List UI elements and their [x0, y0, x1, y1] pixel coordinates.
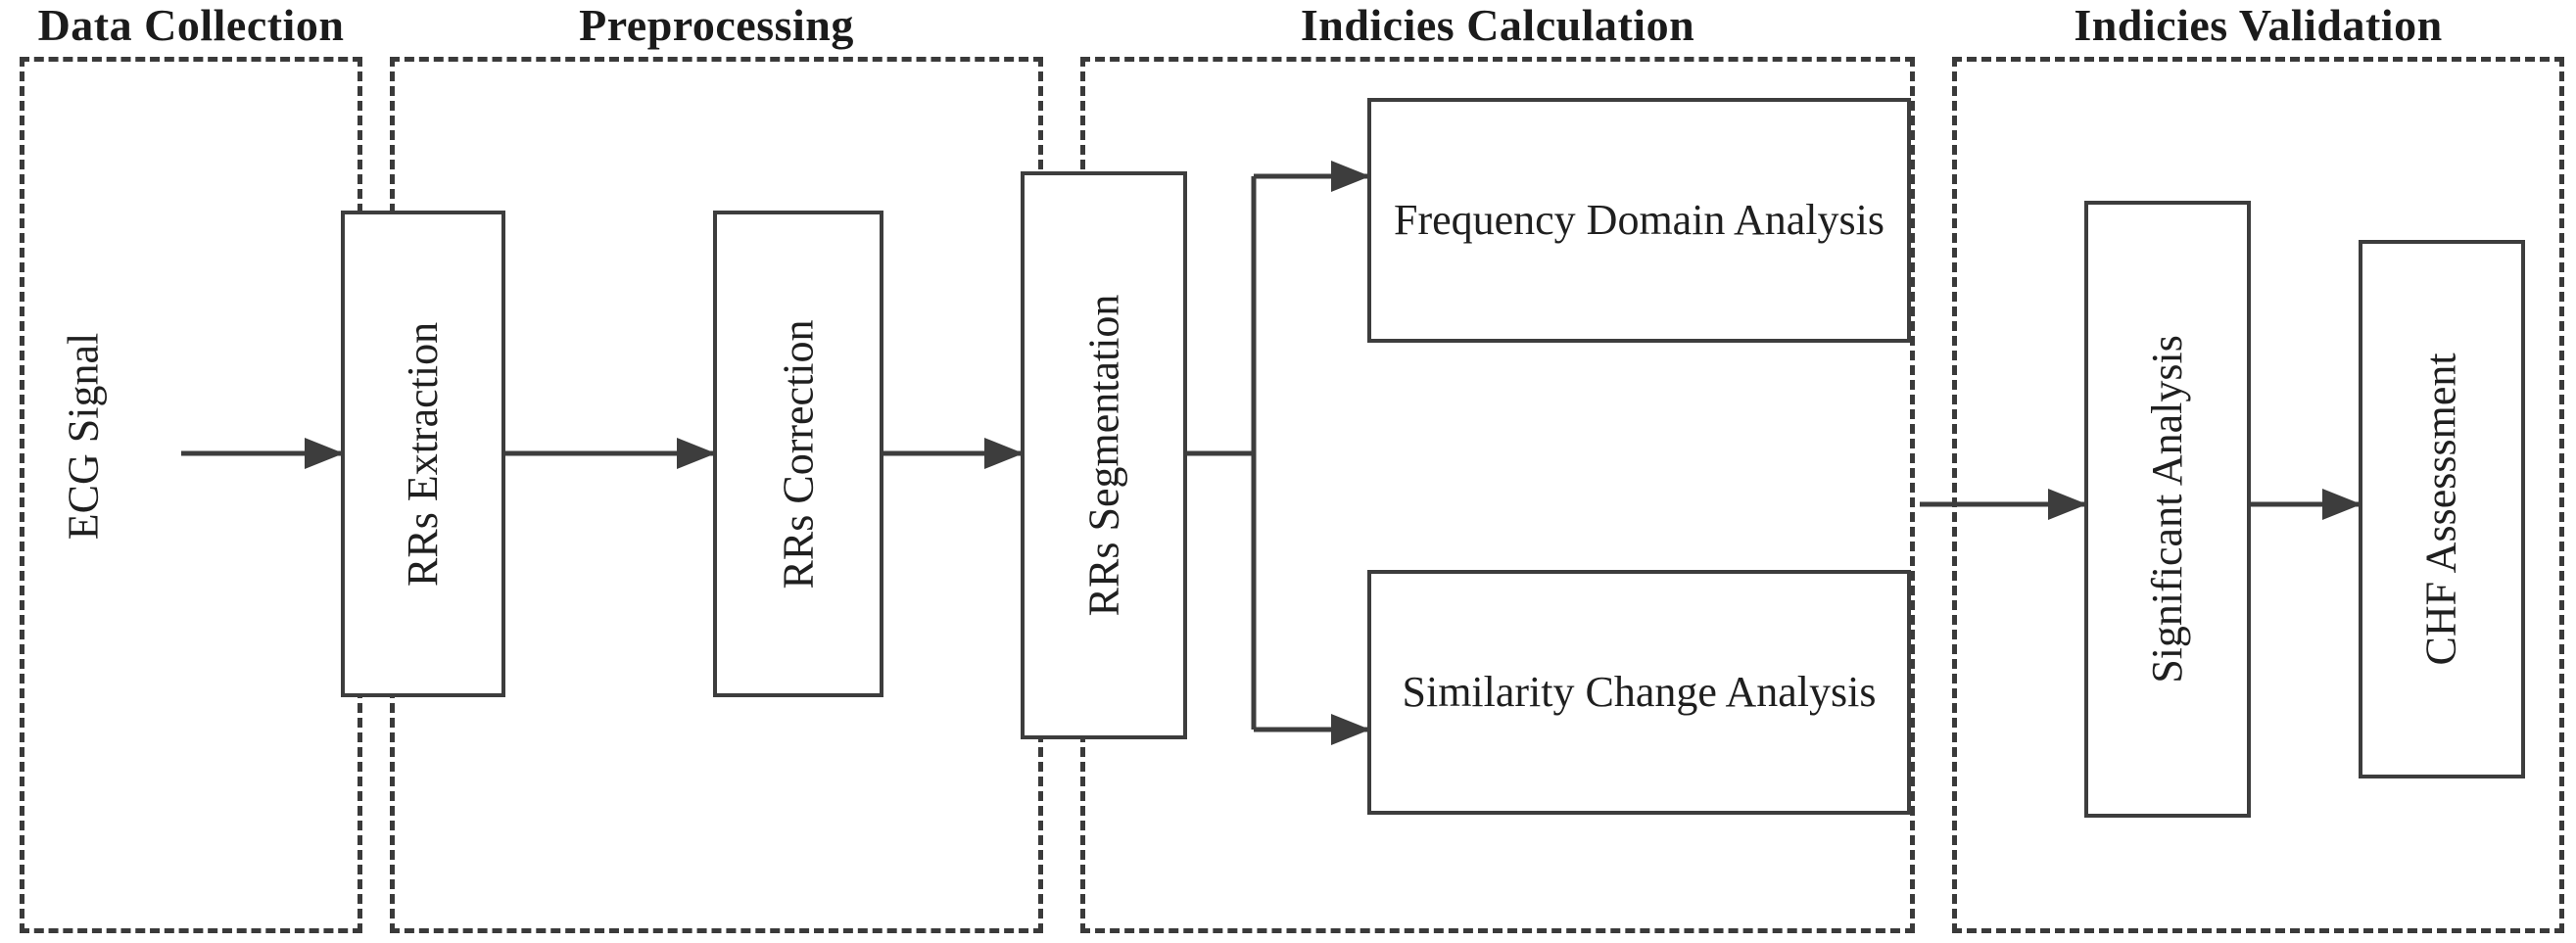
node-significant-analysis[interactable]: Significant Analysis — [2084, 201, 2251, 818]
node-rrs-extraction-label: RRs Extraction — [399, 321, 448, 587]
node-rrs-correction[interactable]: RRs Correction — [713, 211, 883, 697]
node-rrs-correction-label: RRs Correction — [774, 319, 823, 589]
node-frequency-domain-analysis-label: Frequency Domain Analysis — [1393, 196, 1885, 245]
node-rrs-segmentation-label: RRs Segmentation — [1079, 294, 1128, 617]
node-significant-analysis-label: Significant Analysis — [2143, 335, 2192, 684]
node-chf-assessment-label: CHF Assesssment — [2417, 353, 2466, 666]
node-rrs-extraction[interactable]: RRs Extraction — [341, 211, 505, 697]
node-similarity-change-analysis-label: Similarity Change Analysis — [1402, 668, 1877, 717]
stage-title-preprocessing: Preprocessing — [579, 0, 854, 50]
node-similarity-change-analysis[interactable]: Similarity Change Analysis — [1367, 570, 1911, 815]
stage-container-indicies-validation — [1952, 57, 2564, 933]
stage-title-indicies-calculation: Indicies Calculation — [1300, 0, 1695, 50]
stage-title-data-collection: Data Collection — [37, 0, 345, 50]
stage-title-indicies-validation: Indicies Validation — [2074, 0, 2443, 50]
node-rrs-segmentation[interactable]: RRs Segmentation — [1021, 171, 1187, 739]
node-chf-assessment[interactable]: CHF Assesssment — [2359, 240, 2525, 778]
node-frequency-domain-analysis[interactable]: Frequency Domain Analysis — [1367, 98, 1911, 343]
ecg-signal-label: ECG Signal — [59, 332, 108, 541]
